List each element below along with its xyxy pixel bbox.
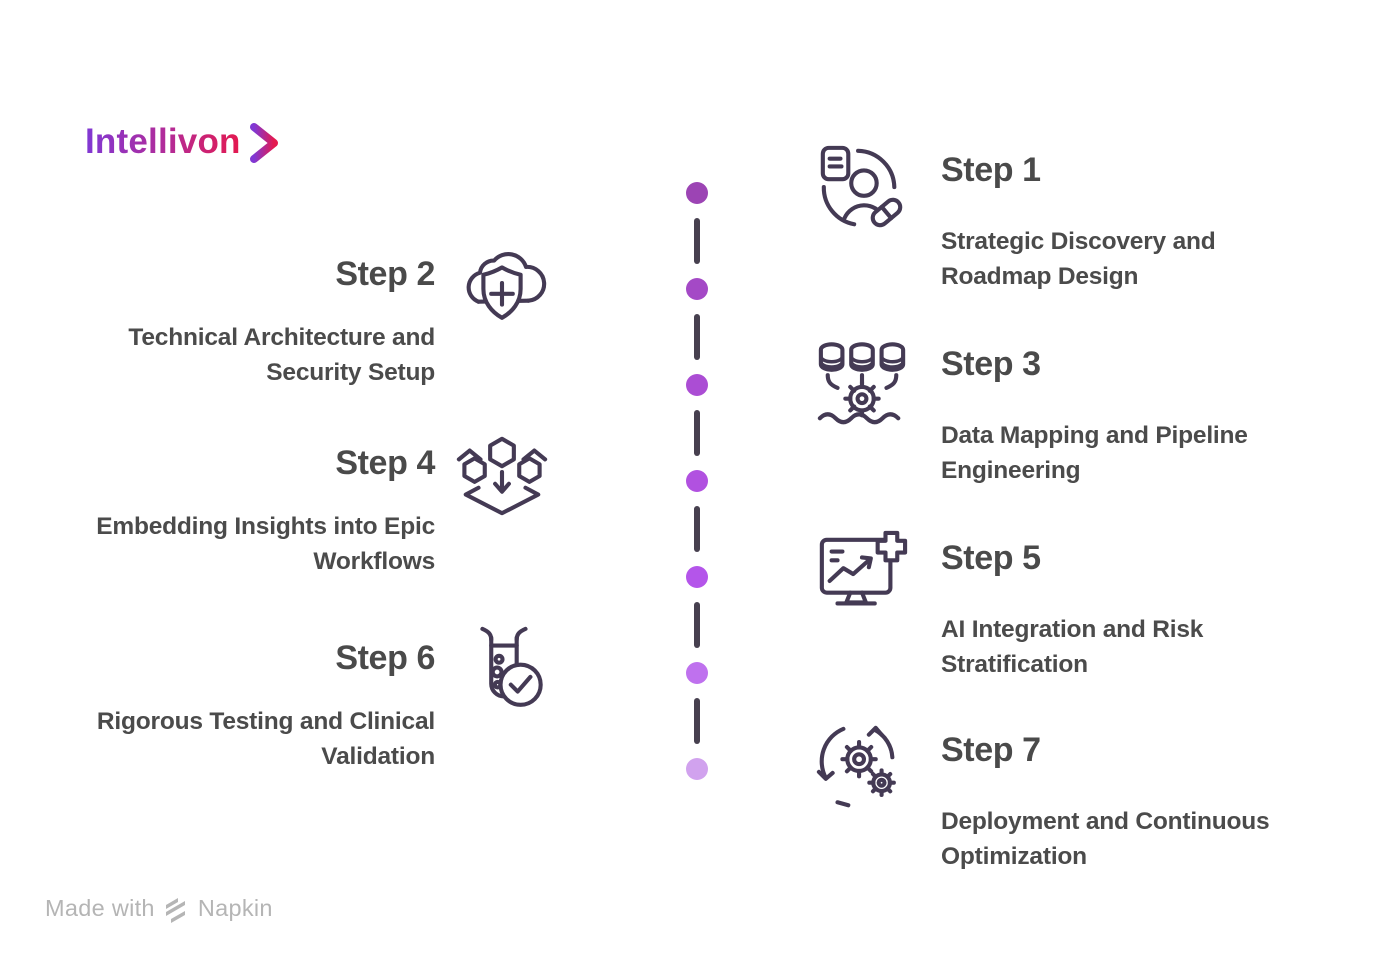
logo-text: Intellivon — [85, 122, 241, 161]
timeline-dot — [686, 278, 708, 300]
step-description: Embedding Insights into Epic Workflows — [96, 513, 435, 575]
step-4: Step 4 Embedding Insights into Epic Work… — [55, 435, 549, 579]
step-description: Technical Architecture and Security Setu… — [128, 324, 435, 386]
timeline-connector — [694, 218, 700, 264]
timeline-connector — [694, 506, 700, 552]
chevron-right-icon — [249, 123, 278, 163]
timeline-dot — [686, 758, 708, 780]
clipboard-patient-pill-icon — [815, 142, 909, 236]
footer-brand: Napkin — [197, 894, 273, 921]
hexagons-embed-arrow-icon — [455, 429, 549, 523]
step-title: Step 2 — [335, 255, 435, 293]
step-6: Step 6 Rigorous Testing and Clinical Val… — [55, 626, 549, 774]
step-title: Step 6 — [335, 639, 435, 677]
timeline-connector — [694, 698, 700, 744]
footer-prefix: Made with — [45, 894, 155, 921]
step-title: Step 7 — [941, 731, 1041, 769]
timeline-connector — [694, 410, 700, 456]
databases-gear-pipeline-icon — [815, 336, 909, 430]
step-7: Step 7 Deployment and Continuous Optimiz… — [815, 722, 1341, 874]
timeline-dot — [686, 374, 708, 396]
gears-refresh-icon — [815, 722, 909, 816]
napkin-logo-icon — [165, 898, 185, 923]
step-title: Step 1 — [941, 151, 1041, 189]
step-3: Step 3 Data Mapping and Pipeline Enginee… — [815, 336, 1341, 488]
step-title: Step 3 — [941, 345, 1041, 383]
step-description: Rigorous Testing and Clinical Validation — [96, 708, 435, 770]
timeline-dot — [686, 182, 708, 204]
step-title: Step 5 — [941, 539, 1041, 577]
step-description: AI Integration and Risk Stratification — [941, 616, 1204, 678]
step-2: Step 2 Technical Architecture and Securi… — [55, 246, 549, 390]
cloud-shield-plus-icon — [455, 240, 549, 334]
step-description: Deployment and Continuous Optimization — [941, 808, 1270, 870]
step-5: Step 5 AI Integration and Risk Stratific… — [815, 530, 1341, 682]
step-1: Step 1 Strategic Discovery and Roadmap D… — [815, 142, 1341, 294]
logo: Intellivon — [85, 118, 283, 166]
timeline-connector — [694, 602, 700, 648]
timeline-dot — [686, 662, 708, 684]
step-title: Step 4 — [335, 444, 435, 482]
step-description: Strategic Discovery and Roadmap Design — [941, 228, 1216, 290]
monitor-chart-medical-cross-icon — [815, 530, 909, 624]
timeline-dot — [686, 566, 708, 588]
napkin-watermark-link[interactable]: Made with Napkin — [45, 891, 273, 925]
test-tube-checkmark-icon — [455, 624, 549, 718]
timeline-connector — [694, 314, 700, 360]
timeline-dot — [686, 470, 708, 492]
step-description: Data Mapping and Pipeline Engineering — [941, 422, 1248, 484]
